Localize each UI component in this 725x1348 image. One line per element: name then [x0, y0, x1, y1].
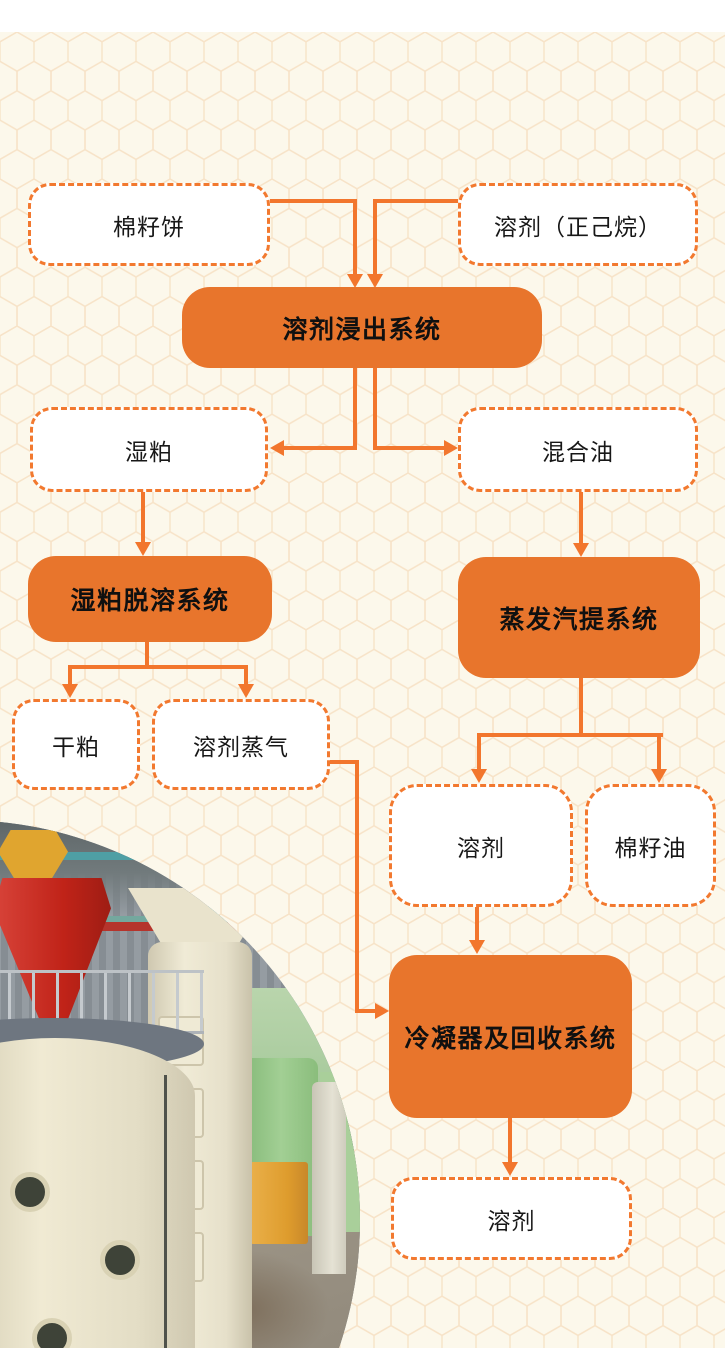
- node-label: 混合油: [542, 439, 614, 466]
- photo-porthole-3: [32, 1318, 72, 1348]
- photo-red-pipe: [28, 922, 243, 931]
- node-label: 溶剂蒸气: [193, 734, 289, 761]
- connector-extraction-to-mixed-oil: [373, 446, 444, 450]
- node-label: 湿粕脱溶系统: [70, 586, 230, 615]
- connector-to-cottonseed-oil: [657, 733, 661, 771]
- node-mixed-oil: 混合油: [458, 407, 698, 492]
- node-cottonseed-cake: 棉籽饼: [28, 183, 270, 266]
- arrowhead-into-condenser-top: [469, 940, 485, 954]
- node-label: 棉籽饼: [113, 214, 185, 241]
- photo-cable: [164, 1075, 167, 1348]
- connector-solvent-to-extraction: [373, 199, 458, 203]
- arrowhead-into-final-solvent: [502, 1162, 518, 1176]
- photo-porthole-1: [10, 1172, 50, 1212]
- node-label: 溶剂: [457, 835, 505, 862]
- node-label: 蒸发汽提系统: [499, 604, 659, 634]
- connector-vapor-to-condenser: [355, 1009, 376, 1013]
- node-label: 湿粕: [125, 439, 173, 466]
- connector-vapor-to-condenser: [330, 760, 359, 764]
- connector-mixed-oil-to-stripping: [579, 492, 583, 545]
- node-label: 冷凝器及回收系统: [404, 1023, 617, 1053]
- connector-vapor-to-condenser: [355, 760, 359, 1013]
- node-wet-meal: 湿粕: [30, 407, 268, 492]
- arrowhead-into-mixed-oil: [444, 440, 458, 456]
- node-solvent-recovered: 溶剂: [389, 784, 573, 907]
- connector-to-dry-meal: [68, 665, 72, 686]
- connector-to-solvent: [477, 733, 481, 771]
- connector-to-solvent-vapor: [244, 665, 248, 686]
- photo-teal-beam: [0, 852, 360, 860]
- photo-white-tower: [312, 1082, 346, 1274]
- plant-equipment-photo: [0, 820, 360, 1348]
- node-label: 溶剂（正己烷）: [494, 214, 662, 241]
- node-wet-meal-desolventizing-system: 湿粕脱溶系统: [28, 556, 272, 642]
- connector-stripping-split: [477, 733, 663, 737]
- arrowhead-into-extraction-right: [367, 274, 383, 288]
- connector-stripping-split: [579, 678, 583, 737]
- node-solvent-hexane: 溶剂（正己烷）: [458, 183, 698, 266]
- arrowhead-into-condenser-left: [375, 1003, 389, 1019]
- arrowhead-into-dry-meal: [62, 684, 78, 698]
- arrowhead-into-solvent-vapor: [238, 684, 254, 698]
- connector-wet-meal-to-desolventizing: [141, 492, 145, 544]
- arrowhead-into-wet-meal: [270, 440, 284, 456]
- node-label: 棉籽油: [614, 835, 687, 862]
- top-white-strip: [0, 0, 725, 32]
- connector-solvent-to-extraction: [373, 199, 377, 275]
- connector-extraction-to-wet-meal: [353, 368, 357, 450]
- node-solvent-extraction-system: 溶剂浸出系统: [182, 287, 542, 368]
- node-solvent-vapor: 溶剂蒸气: [152, 699, 330, 790]
- node-dry-meal: 干粕: [12, 699, 140, 790]
- photo-porthole-2: [100, 1240, 140, 1280]
- connector-desolventizing-split: [68, 665, 248, 669]
- node-label: 溶剂浸出系统: [282, 314, 442, 344]
- connector-extraction-to-wet-meal: [284, 446, 357, 450]
- connector-desolventizing-split: [145, 642, 149, 669]
- connector-extraction-to-mixed-oil: [373, 368, 377, 450]
- connector-condenser-to-solvent: [508, 1118, 512, 1164]
- arrowhead-into-stripping: [573, 543, 589, 557]
- connector-solvent-to-condenser: [475, 907, 479, 942]
- node-cottonseed-oil: 棉籽油: [585, 784, 716, 907]
- connector-cake-to-extraction: [270, 199, 357, 203]
- node-evaporation-stripping-system: 蒸发汽提系统: [458, 557, 700, 678]
- arrowhead-into-extraction-left: [347, 274, 363, 288]
- photo-cyan-pipe-2: [296, 820, 310, 1015]
- node-label: 干粕: [52, 734, 100, 761]
- node-solvent-final: 溶剂: [391, 1177, 632, 1260]
- photo-yellow-cabinet: [250, 1162, 308, 1244]
- connector-cake-to-extraction: [353, 199, 357, 275]
- arrowhead-into-desolventizing: [135, 542, 151, 556]
- node-label: 溶剂: [487, 1208, 536, 1235]
- node-condenser-recovery-system: 冷凝器及回收系统: [389, 955, 632, 1118]
- arrowhead-into-solvent: [471, 769, 487, 783]
- arrowhead-into-cottonseed-oil: [651, 769, 667, 783]
